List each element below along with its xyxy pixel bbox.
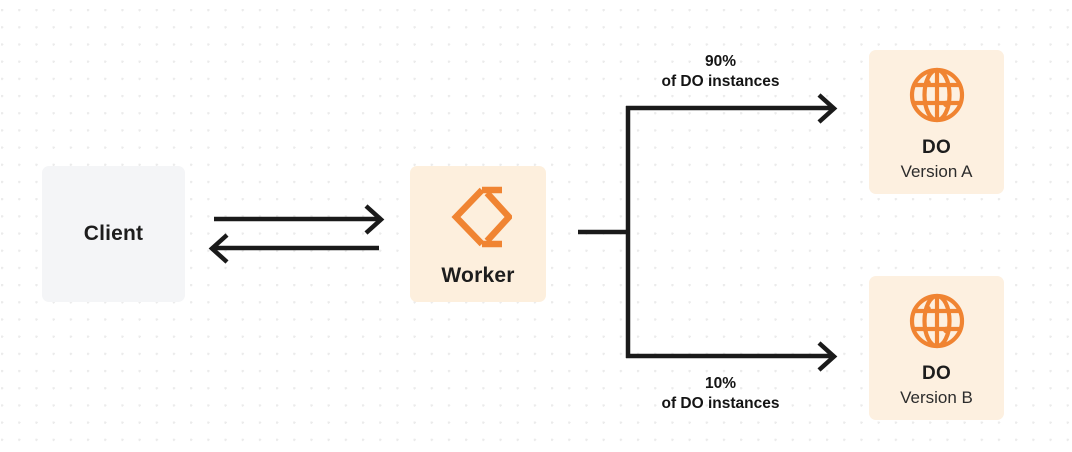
node-worker-title: Worker xyxy=(441,264,515,287)
arrow-worker-to-do-b xyxy=(626,341,838,372)
edge-label-do-a-text: of DO instances xyxy=(661,72,780,90)
node-client[interactable]: Client xyxy=(42,166,185,302)
arrow-client-to-worker xyxy=(214,204,385,235)
node-do-b-subtitle: Version B xyxy=(900,388,973,408)
arrow-worker-to-client xyxy=(208,233,379,264)
node-do-b-title: DO xyxy=(922,363,951,385)
globe-icon xyxy=(908,66,966,124)
node-do-version-a[interactable]: DO Version A xyxy=(869,50,1004,194)
edge-label-do-a: 90% of DO instances xyxy=(598,52,843,92)
edge-label-do-b-percent: 10% xyxy=(704,375,737,392)
cloudflare-workers-icon xyxy=(444,186,514,248)
edge-label-do-b: 10% of DO instances xyxy=(598,374,843,414)
branch-trunk xyxy=(578,106,631,358)
node-do-a-title: DO xyxy=(922,137,951,159)
arrow-worker-to-do-a xyxy=(626,93,838,124)
globe-icon xyxy=(908,292,966,350)
node-worker[interactable]: Worker xyxy=(410,166,546,302)
node-client-title: Client xyxy=(83,222,144,245)
edge-label-do-a-percent: 90% xyxy=(704,53,737,70)
node-do-version-b[interactable]: DO Version B xyxy=(869,276,1004,420)
edge-label-do-b-text: of DO instances xyxy=(661,394,780,412)
node-do-a-subtitle: Version A xyxy=(900,162,973,182)
